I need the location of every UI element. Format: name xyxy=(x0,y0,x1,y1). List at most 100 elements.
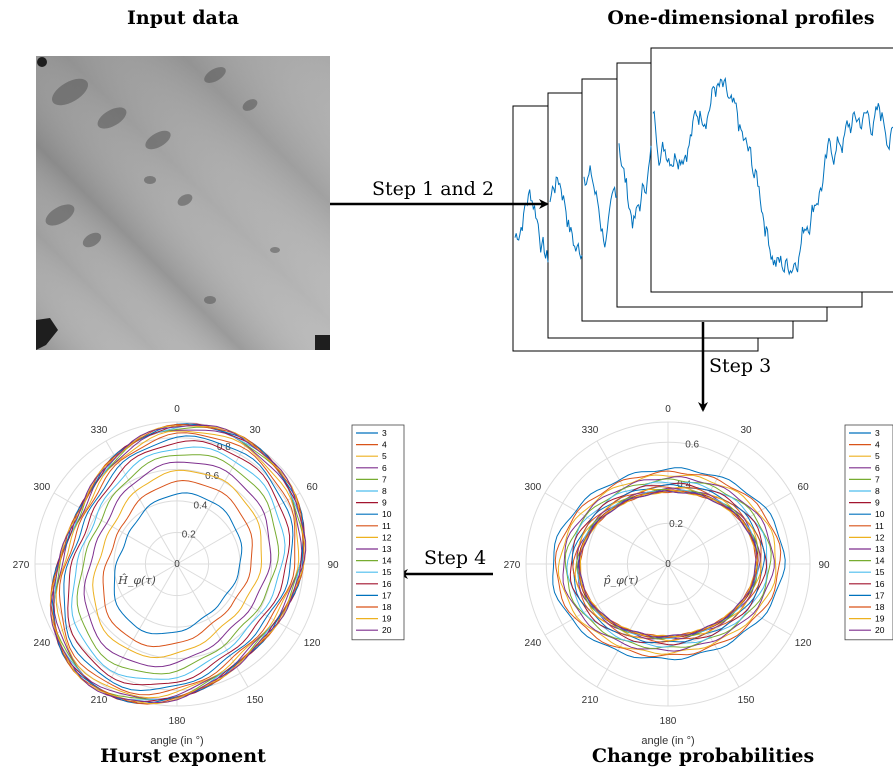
radial-tick-label: 0.4 xyxy=(677,479,691,490)
profile-signals xyxy=(514,76,893,276)
series-curve-3 xyxy=(552,467,786,661)
series-curve-5 xyxy=(557,474,777,655)
angle-tick-label: 120 xyxy=(795,638,812,649)
grid-spoke xyxy=(544,492,669,565)
grid-spoke xyxy=(667,563,740,688)
legend-label: 4 xyxy=(382,440,387,450)
legend-label: 11 xyxy=(875,521,884,531)
radial-tick-label: 0 xyxy=(665,559,671,570)
angle-tick-label: 30 xyxy=(740,425,752,436)
grid-spoke xyxy=(667,563,792,636)
legend-label: 6 xyxy=(875,463,880,473)
legend-label: 13 xyxy=(382,544,392,554)
legend-label: 8 xyxy=(382,486,387,496)
angle-tick-label: 240 xyxy=(525,638,542,649)
angle-tick-label: 300 xyxy=(34,482,51,493)
series-symbol-label: p̂_φ(τ) xyxy=(604,574,639,587)
series-curve-20 xyxy=(578,490,757,638)
legend-label: 9 xyxy=(382,498,387,508)
angle-tick-label: 210 xyxy=(91,695,108,706)
legend-label: 16 xyxy=(875,579,885,589)
grid-spoke xyxy=(544,563,669,636)
profile-frame-5 xyxy=(650,47,893,293)
legend-label: 7 xyxy=(875,474,880,484)
angle-tick-label: 180 xyxy=(169,716,186,727)
title-profiles: One-dimensional profiles xyxy=(607,7,874,29)
label-step12: Step 1 and 2 xyxy=(372,178,494,200)
angle-tick-label: 180 xyxy=(660,716,677,727)
legend-label: 19 xyxy=(875,614,885,624)
profile-stack xyxy=(512,47,893,352)
legend-label: 15 xyxy=(382,567,392,577)
series-curve-3 xyxy=(113,492,243,635)
angle-tick-label: 270 xyxy=(504,560,521,571)
angle-tick-label: 210 xyxy=(582,695,599,706)
legend-label: 17 xyxy=(875,590,885,600)
radial-tick-label: 0.2 xyxy=(182,530,196,541)
legend-label: 14 xyxy=(875,556,885,566)
profile-signal-5 xyxy=(652,76,893,276)
title-input-data: Input data xyxy=(127,7,239,29)
legend-label: 19 xyxy=(382,614,392,624)
radial-tick-label: 0.6 xyxy=(205,471,219,482)
legend-label: 18 xyxy=(875,602,885,612)
series-curve-9 xyxy=(67,440,291,686)
legend-label: 12 xyxy=(875,532,885,542)
legend-label: 20 xyxy=(382,625,392,635)
angle-tick-label: 330 xyxy=(582,425,599,436)
legend-label: 9 xyxy=(875,498,880,508)
series-symbol-label: Ĥ_φ(τ) xyxy=(117,573,155,587)
legend-label: 10 xyxy=(875,509,885,519)
hurst-polar-chart: 030609012015018021024027030033000.20.40.… xyxy=(13,404,339,747)
label-step3: Step 3 xyxy=(709,355,771,377)
angle-tick-label: 0 xyxy=(174,404,180,415)
angle-tick-label: 120 xyxy=(304,638,321,649)
radial-tick-label: 0.2 xyxy=(669,519,683,530)
angle-tick-label: 270 xyxy=(13,560,30,571)
legend-label: 5 xyxy=(875,451,880,461)
change-polar-chart: 030609012015018021024027030033000.20.40.… xyxy=(504,404,830,747)
angle-tick-label: 90 xyxy=(818,560,830,571)
input-surface-image xyxy=(36,56,330,350)
angle-tick-label: 150 xyxy=(738,695,755,706)
angle-tick-label: 60 xyxy=(307,482,319,493)
radial-tick-label: 0 xyxy=(174,559,180,570)
angle-tick-label: 300 xyxy=(525,482,542,493)
legend-label: 20 xyxy=(875,625,885,635)
radial-tick-label: 0.8 xyxy=(217,442,231,453)
series-curve-12 xyxy=(55,430,300,699)
legend-label: 18 xyxy=(382,602,392,612)
grid-spoke xyxy=(596,440,669,565)
legend-label: 5 xyxy=(382,451,387,461)
grid-spoke xyxy=(667,492,792,565)
series-curve-10 xyxy=(63,435,294,692)
series-curve-6 xyxy=(562,476,775,652)
series-curve-4 xyxy=(554,470,782,658)
profile-signal-1 xyxy=(514,189,549,263)
grid-spoke xyxy=(105,563,178,688)
legend-label: 10 xyxy=(382,509,392,519)
profile-signal-4 xyxy=(618,143,652,229)
series-curve-8 xyxy=(71,446,286,680)
grid-spoke xyxy=(176,492,301,565)
series-curve-17 xyxy=(51,423,304,704)
legend-label: 8 xyxy=(875,486,880,496)
series-curve-6 xyxy=(83,461,272,668)
series-curve-7 xyxy=(76,454,280,675)
legend-label: 6 xyxy=(382,463,387,473)
grid-spoke xyxy=(596,563,669,688)
profile-signal-3 xyxy=(583,165,618,248)
series-curve-20 xyxy=(50,424,307,704)
angle-tick-label: 150 xyxy=(247,695,264,706)
angle-tick-label: 240 xyxy=(34,638,51,649)
legend-box xyxy=(351,424,405,641)
angle-tick-label: 60 xyxy=(798,482,810,493)
label-step4: Step 4 xyxy=(424,547,486,569)
legend-label: 13 xyxy=(875,544,885,554)
legend-label: 3 xyxy=(382,428,387,438)
title-change: Change probabilities xyxy=(592,745,814,767)
title-hurst: Hurst exponent xyxy=(100,745,266,767)
angle-axis-label: angle (in °) xyxy=(641,735,694,747)
